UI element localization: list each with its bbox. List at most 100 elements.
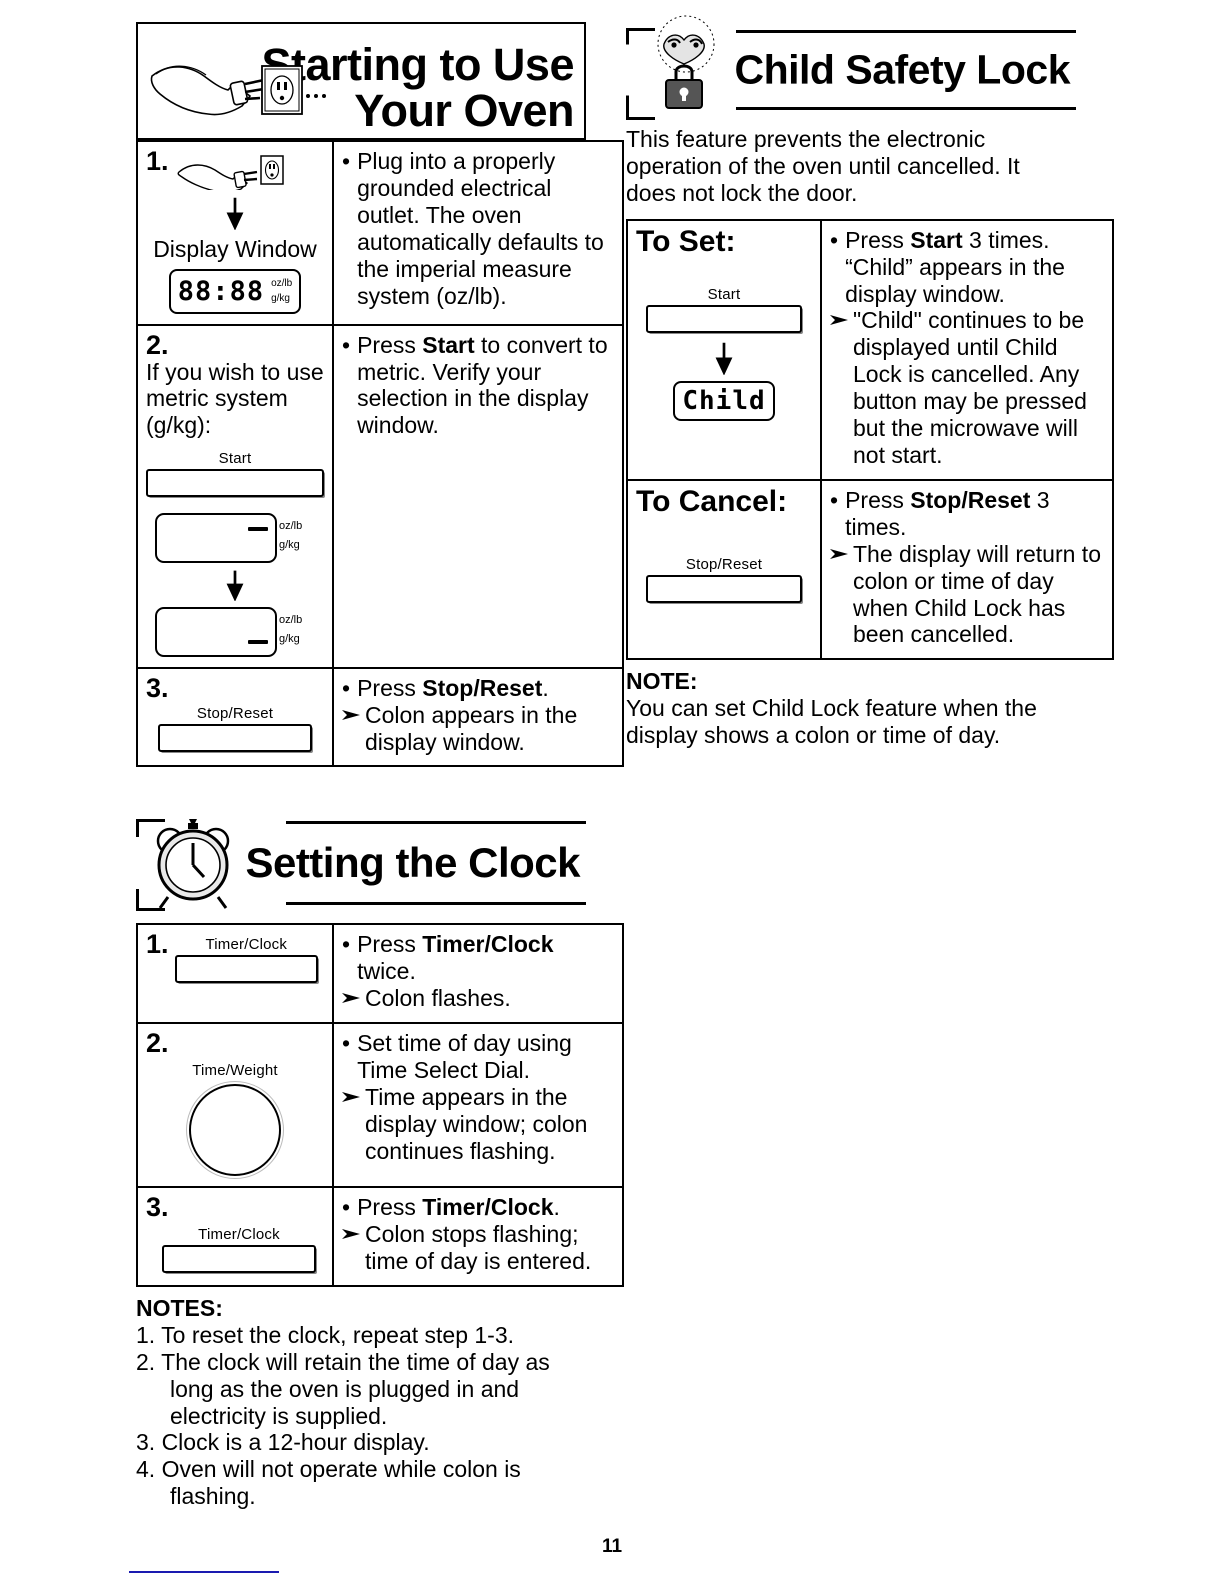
down-arrow-icon (715, 342, 733, 375)
step-1-text: Plug into a properly grounded electrical… (357, 148, 614, 309)
table-row: To Cancel: Stop/Reset • Press Stop/Reset… (626, 478, 1114, 661)
unit-oz-lb: oz/lb (279, 613, 303, 626)
unit-g-kg: g/kg (271, 293, 290, 305)
metric-indicator-dash (248, 639, 268, 644)
display-units: oz/lb g/kg (271, 276, 292, 307)
bullet-dot: • (342, 931, 351, 958)
arrowhead-icon (342, 709, 360, 720)
banner-rules (286, 821, 586, 906)
clock-step-1-right-cell: • Press Timer/Clock twice. Colon flashes… (332, 923, 624, 1025)
clock-notes-list: 1. To reset the clock, repeat step 1-3. … (136, 1322, 586, 1510)
to-set-left-cell: To Set: Start Child (626, 218, 822, 481)
step-2-right-cell: • Press Start to convert to metric. Veri… (332, 323, 624, 669)
display-before-metric: oz/lb g/kg (155, 512, 315, 563)
to-set-sub-bullet: "Child" continues to be displayed until … (830, 307, 1104, 468)
step-2-text: Press Start to convert to metric. Verify… (357, 331, 608, 439)
imperial-indicator-dash (248, 526, 268, 531)
unit-oz-lb: oz/lb (271, 277, 293, 289)
unit-g-kg: g/kg (279, 538, 300, 551)
display-value: Child (682, 385, 766, 416)
arrowhead-icon (342, 993, 360, 1004)
table-row: 1. (136, 140, 624, 326)
display-box-imperial (155, 512, 277, 563)
timer-clock-button[interactable] (162, 1245, 316, 1274)
down-arrow-icon (226, 197, 244, 230)
down-arrow-icon (226, 570, 244, 601)
child-lock-intro: This feature prevents the electronic ope… (626, 126, 1020, 206)
clock-step-2-sub-text: Time appears in the display window; colo… (365, 1083, 588, 1164)
step-1-number: 1. (146, 146, 169, 176)
child-safety-lock-banner: Child Safety Lock (626, 15, 1076, 120)
step-3-number: 3. (146, 672, 169, 703)
unit-oz-lb: oz/lb (279, 519, 303, 532)
bullet-dot: • (342, 331, 351, 358)
clock-step-1-bullet: • Press Timer/Clock twice. (342, 931, 614, 985)
start-button-label: Start (218, 449, 252, 467)
setting-the-clock-banner: Setting the Clock (136, 813, 586, 913)
time-weight-dial[interactable] (189, 1084, 281, 1177)
child-face-padlock-icon (657, 15, 715, 109)
step-1-left-cell: 1. (136, 140, 334, 326)
list-item: 2. The clock will retain the time of day… (136, 1348, 550, 1429)
bullet-dot: • (830, 226, 839, 253)
table-row: 3. Stop/Reset • Press Stop/Reset. (136, 666, 624, 768)
display-units-before: oz/lb g/kg (279, 517, 302, 555)
banner-rules (736, 30, 1076, 110)
bullet-dot: • (342, 1194, 351, 1221)
left-column: Starting to Use Your Oven 1. (136, 22, 624, 1510)
step-3-right-cell: • Press Stop/Reset. Colon appears in the… (332, 666, 624, 768)
step-2-left-cell: 2. If you wish to use metric system (g/k… (136, 323, 334, 669)
arrowhead-icon (342, 1091, 360, 1102)
seven-segment-display: 88:88 oz/lb g/kg (168, 268, 302, 314)
timer-clock-button[interactable] (174, 955, 318, 984)
list-item: 1. To reset the clock, repeat step 1-3. (136, 1321, 515, 1348)
stop-reset-button[interactable] (646, 574, 802, 603)
alarm-clock-icon (156, 819, 230, 910)
step-2-subtitle: If you wish to use metric system (g/kg): (146, 358, 324, 439)
bullet-dot: • (830, 486, 839, 513)
unit-g-kg: g/kg (279, 632, 300, 645)
child-display-graphic: Child (636, 380, 812, 421)
to-cancel-sub-text: The display will return to colon or time… (853, 540, 1101, 648)
starting-to-use-banner: Starting to Use Your Oven (136, 22, 586, 140)
display-value: 88:88 (177, 275, 265, 307)
arrowhead-icon (342, 1229, 360, 1240)
clock-step-1-sub-bullet: Colon flashes. (342, 985, 614, 1012)
clock-step-3-number: 3. (146, 1192, 169, 1223)
clock-step-1-sub-text: Colon flashes. (365, 985, 511, 1012)
start-button-label: Start (707, 285, 741, 303)
table-row: 3. Timer/Clock • Press Timer/Clock. (136, 1186, 624, 1287)
step-1-text-a: Plug into a properly grounded electrical… (357, 148, 556, 228)
plug-and-outlet-icon (150, 65, 326, 116)
display-units-after: oz/lb g/kg (279, 611, 302, 649)
clock-step-1-text: Press Timer/Clock twice. (357, 931, 554, 985)
step-2-number: 2. (146, 329, 169, 360)
to-set-label: To Set: (636, 224, 736, 258)
timer-clock-button-label: Timer/Clock (198, 1226, 280, 1244)
clock-step-3-right-cell: • Press Timer/Clock. Colon stops flashin… (332, 1186, 624, 1287)
step-3-sub-text: Colon appears in the display window. (365, 701, 578, 755)
list-item: 4. Oven will not operate while colon is … (136, 1456, 521, 1510)
banner-title-line1: Starting to Use (261, 39, 574, 91)
start-button[interactable] (146, 468, 324, 497)
start-button[interactable] (646, 304, 802, 333)
clock-steps-table: 1. Timer/Clock • Press Timer/Clock twice… (136, 923, 624, 1287)
clock-step-2-bullet: • Set time of day using Time Select Dial… (342, 1030, 614, 1084)
arrowhead-icon (830, 315, 848, 326)
to-set-text: Press Start 3 times. “Child” appears in … (845, 226, 1065, 307)
to-cancel-left-cell: To Cancel: Stop/Reset (626, 478, 822, 661)
stop-reset-button-label: Stop/Reset (196, 704, 274, 722)
page-number: 11 (601, 1536, 623, 1557)
step-3-bullet: • Press Stop/Reset. (342, 675, 614, 702)
clock-step-2-sub-bullet: Time appears in the display window; colo… (342, 1084, 614, 1165)
arrowhead-icon (830, 548, 848, 559)
bullet-dot: • (342, 1030, 351, 1057)
clock-step-3-text: Press Timer/Clock. (357, 1194, 560, 1221)
to-cancel-bullet: • Press Stop/Reset 3 times. (830, 487, 1104, 541)
to-cancel-label: To Cancel: (636, 484, 788, 518)
stop-reset-button[interactable] (158, 723, 312, 752)
child-lock-note-heading: NOTE: (626, 668, 698, 695)
list-item: 3. Clock is a 12-hour display. (136, 1429, 430, 1456)
clock-notes-heading: NOTES: (136, 1294, 223, 1321)
